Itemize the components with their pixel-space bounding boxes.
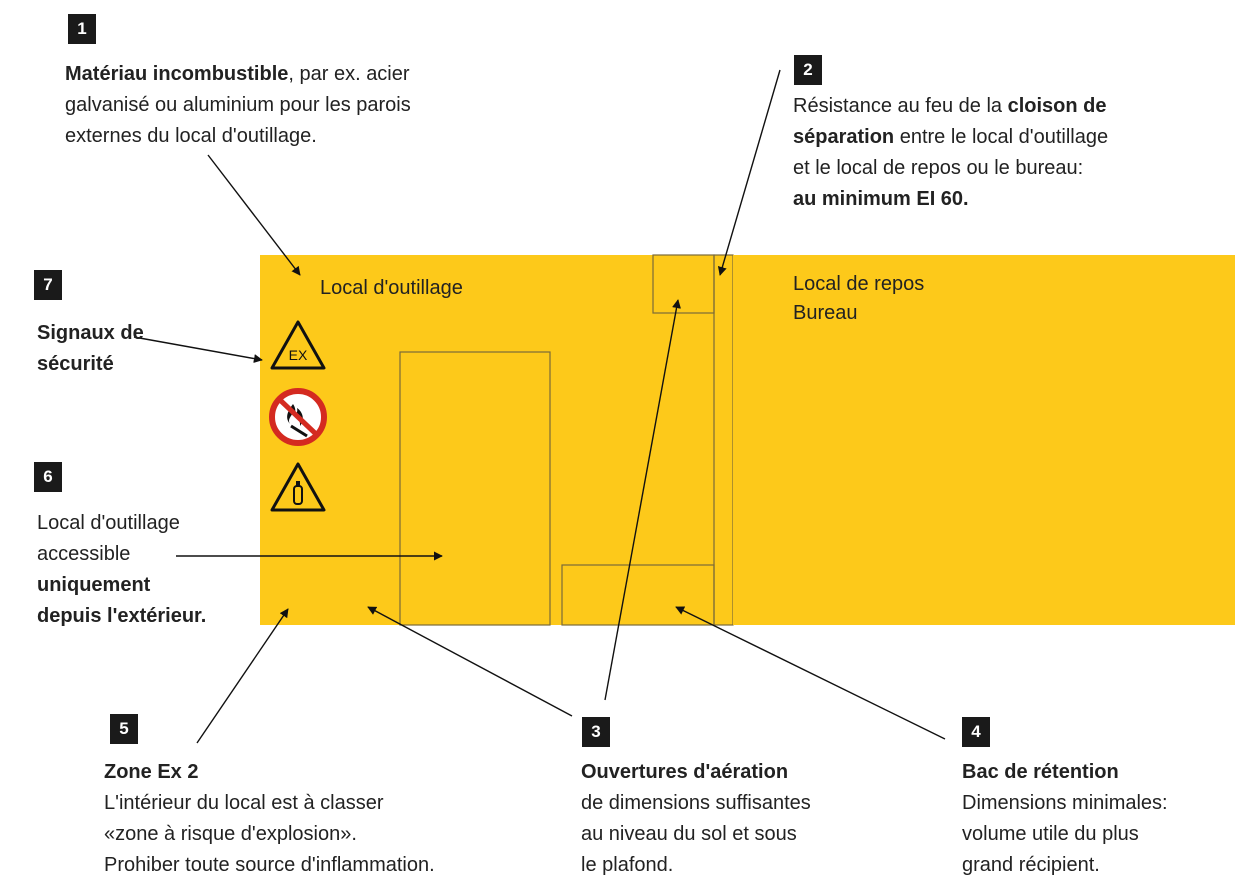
ex-sign-text: EX — [289, 347, 308, 363]
callout-5-line3: Prohiber toute source d'inflammation. — [104, 854, 435, 876]
callout-2-line2a: séparation — [793, 126, 895, 148]
callout-1-line3: externes du local d'outillage. — [65, 125, 317, 147]
arrow-1 — [207, 154, 301, 276]
no-fire-sign-icon — [267, 386, 329, 448]
arrow-7 — [133, 336, 263, 363]
arrow-2 — [717, 69, 781, 276]
partition-wall — [713, 254, 734, 626]
callout-4-line1: Dimensions minimales: — [962, 792, 1168, 814]
arrow-3b — [367, 606, 573, 717]
ex-warning-sign-icon: EX — [268, 318, 328, 372]
rest-room — [733, 255, 1235, 625]
rest-room-label-line2: Bureau — [793, 302, 858, 324]
callout-5-line2: «zone à risque d'explosion». — [104, 823, 357, 845]
tool-room — [260, 255, 714, 625]
callout-7-line2: sécurité — [37, 353, 114, 375]
callout-6-line2: accessible — [37, 543, 131, 565]
retention-tray — [561, 564, 715, 626]
callout-6-text: Local d'outillage accessible uniquement … — [37, 508, 206, 632]
callout-3-line3: le plafond. — [581, 854, 674, 876]
callout-6-line3: uniquement — [37, 574, 151, 596]
callout-2-line3: et le local de repos ou le bureau: — [793, 157, 1084, 179]
gas-cylinder-warning-sign-icon — [268, 460, 328, 514]
upper-ventilation-opening — [652, 254, 715, 314]
callout-1-line2: galvanisé ou aluminium pour les parois — [65, 94, 411, 116]
callout-3-text: Ouvertures d'aération de dimensions suff… — [581, 757, 811, 881]
callout-1-badge: 1 — [68, 14, 96, 44]
callout-7-line1: Signaux de — [37, 322, 144, 344]
callout-6-line1: Local d'outillage — [37, 512, 180, 534]
callout-5-title: Zone Ex 2 — [104, 761, 199, 783]
callout-4-line2: volume utile du plus — [962, 823, 1139, 845]
callout-2-line4: au minimum EI 60. — [793, 188, 969, 210]
callout-7-text: Signaux de sécurité — [37, 318, 144, 380]
door-outline — [399, 351, 551, 626]
callout-5-line1: L'intérieur du local est à classer — [104, 792, 384, 814]
callout-3-line2: au niveau du sol et sous — [581, 823, 797, 845]
callout-2-line1a: Résistance au feu de la — [793, 95, 1008, 117]
callout-3-title: Ouvertures d'aération — [581, 761, 789, 783]
callout-4-line3: grand récipient. — [962, 854, 1100, 876]
rest-room-label: Local de repos Bureau — [793, 270, 924, 328]
callout-5-badge: 5 — [110, 714, 138, 744]
callout-3-line1: de dimensions suffisantes — [581, 792, 811, 814]
callout-6-line4: depuis l'extérieur. — [37, 605, 207, 627]
callout-4-text: Bac de rétention Dimensions minimales: v… — [962, 757, 1168, 881]
arrow-3a — [604, 299, 681, 701]
arrow-5 — [196, 608, 289, 744]
callout-2-line2b: entre le local d'outillage — [894, 126, 1109, 148]
callout-1-bold: Matériau incombustible — [65, 63, 289, 85]
callout-3-badge: 3 — [582, 717, 610, 747]
callout-1-line1: , par ex. acier — [288, 63, 410, 85]
callout-4-title: Bac de rétention — [962, 761, 1119, 783]
callout-2-line1b: cloison de — [1007, 95, 1107, 117]
callout-2-badge: 2 — [794, 55, 822, 85]
tool-room-label: Local d'outillage — [320, 277, 463, 299]
callout-6-badge: 6 — [34, 462, 62, 492]
rest-room-label-line1: Local de repos — [793, 273, 925, 295]
callout-4-badge: 4 — [962, 717, 990, 747]
callout-1-text: Matériau incombustible, par ex. acier ga… — [65, 59, 411, 152]
callout-7-badge: 7 — [34, 270, 62, 300]
callout-2-text: Résistance au feu de la cloison de sépar… — [793, 91, 1108, 215]
callout-5-text: Zone Ex 2 L'intérieur du local est à cla… — [104, 757, 435, 881]
arrow-4 — [675, 606, 946, 740]
